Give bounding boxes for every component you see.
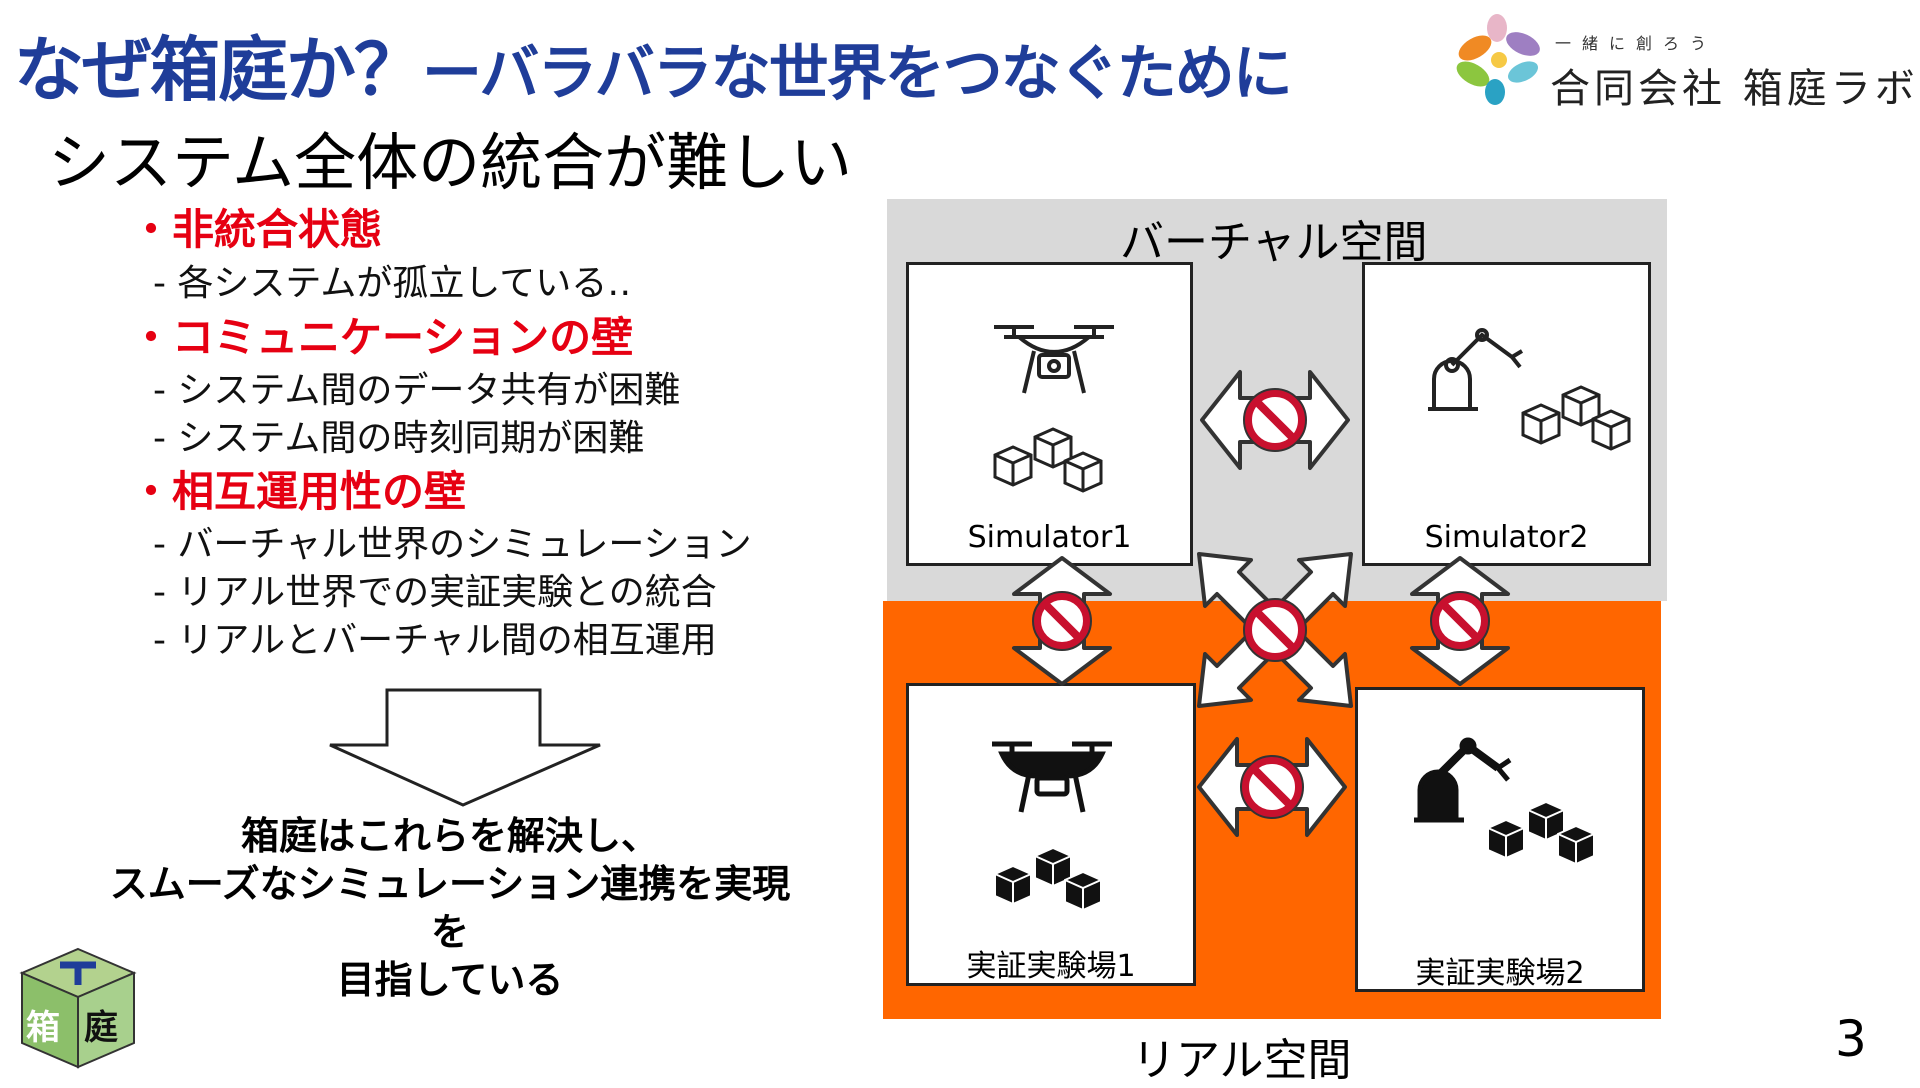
bullet-item: - リアルとバーチャル間の相互運用 bbox=[153, 620, 717, 661]
page-number: 3 bbox=[1835, 1010, 1867, 1068]
prohibited-icon bbox=[1430, 591, 1490, 651]
simulator2-label: Simulator2 bbox=[1424, 520, 1589, 555]
hakoniwa-char-2: 庭 bbox=[84, 1008, 118, 1048]
real-space-label: リアル空間 bbox=[1132, 1035, 1352, 1086]
prohibited-icon bbox=[1240, 755, 1304, 819]
robot-arm-filled-icon bbox=[1414, 737, 1512, 823]
title-sub: ーバラバラな世界をつなぐために bbox=[422, 39, 1293, 109]
company-tagline: 一緒に創ろう bbox=[1555, 34, 1718, 53]
conclusion-line: スムーズなシミュレーション連携を実現を bbox=[109, 862, 791, 954]
bullet-title-communication: ・コミュニケーションの壁 bbox=[130, 313, 634, 362]
real-site1-label: 実証実験場1 bbox=[966, 949, 1136, 984]
bullet-item: - バーチャル世界のシミュレーション bbox=[153, 524, 752, 565]
prohibited-icon bbox=[1243, 598, 1307, 662]
hakoniwa-char-1: 箱 bbox=[26, 1008, 60, 1048]
blocked-horizontal-arrow-top bbox=[1200, 370, 1350, 470]
bullet-title-interoperability: ・相互運用性の壁 bbox=[130, 467, 467, 516]
blocked-vertical-arrow-right bbox=[1410, 556, 1510, 686]
conclusion-line: 目指している bbox=[336, 958, 564, 1002]
drone-filled-icon bbox=[992, 741, 1112, 813]
real-site1-box: 実証実験場1 bbox=[906, 683, 1196, 986]
bullet-item: - 各システムが孤立している‥ bbox=[153, 263, 632, 304]
conclusion-line: 箱庭はこれらを解決し、 bbox=[240, 814, 659, 858]
drone-outline-icon bbox=[994, 325, 1114, 394]
blocked-diagonal-arrows-center bbox=[1197, 552, 1353, 708]
robot-arm-outline-icon bbox=[1428, 328, 1524, 411]
boxes-outline-icon bbox=[1521, 385, 1631, 451]
prohibited-icon bbox=[1032, 591, 1092, 651]
boxes-filled-icon bbox=[1487, 800, 1595, 866]
company-name: 合同会社 箱庭ラボ bbox=[1550, 66, 1919, 112]
simulator1-label: Simulator1 bbox=[967, 520, 1132, 555]
bullet-title-non-integrated: ・非統合状態 bbox=[130, 205, 383, 254]
blocked-horizontal-arrow-bottom bbox=[1197, 737, 1347, 837]
bullet-item: - リアル世界での実証実験との統合 bbox=[153, 572, 717, 613]
bullet-item: - システム間のデータ共有が困難 bbox=[153, 370, 681, 411]
conclusion-text: 箱庭はこれらを解決し、 スムーズなシミュレーション連携を実現を 目指している bbox=[100, 812, 800, 1004]
headline: システム全体の統合が難しい bbox=[48, 126, 853, 199]
down-arrow-icon bbox=[329, 688, 601, 807]
blocked-vertical-arrow-left bbox=[1012, 556, 1112, 686]
title-main: なぜ箱庭か？ bbox=[14, 29, 424, 111]
prohibited-icon bbox=[1243, 388, 1307, 452]
bullet-item: - システム間の時刻同期が困難 bbox=[153, 418, 645, 459]
company-logo-mark bbox=[1456, 14, 1540, 105]
page-title: なぜ箱庭か？ーバラバラな世界をつなぐために bbox=[14, 14, 1293, 115]
simulator1-box: Simulator1 bbox=[906, 262, 1193, 566]
simulator2-box: Simulator2 bbox=[1362, 262, 1651, 566]
real-site2-label: 実証実験場2 bbox=[1415, 956, 1585, 991]
boxes-filled-icon bbox=[994, 846, 1102, 912]
real-site2-box: 実証実験場2 bbox=[1355, 687, 1645, 992]
hakoniwa-cube-logo bbox=[19, 947, 137, 1069]
virtual-space-label: バーチャル空間 bbox=[1120, 217, 1428, 268]
boxes-outline-icon bbox=[993, 427, 1103, 493]
